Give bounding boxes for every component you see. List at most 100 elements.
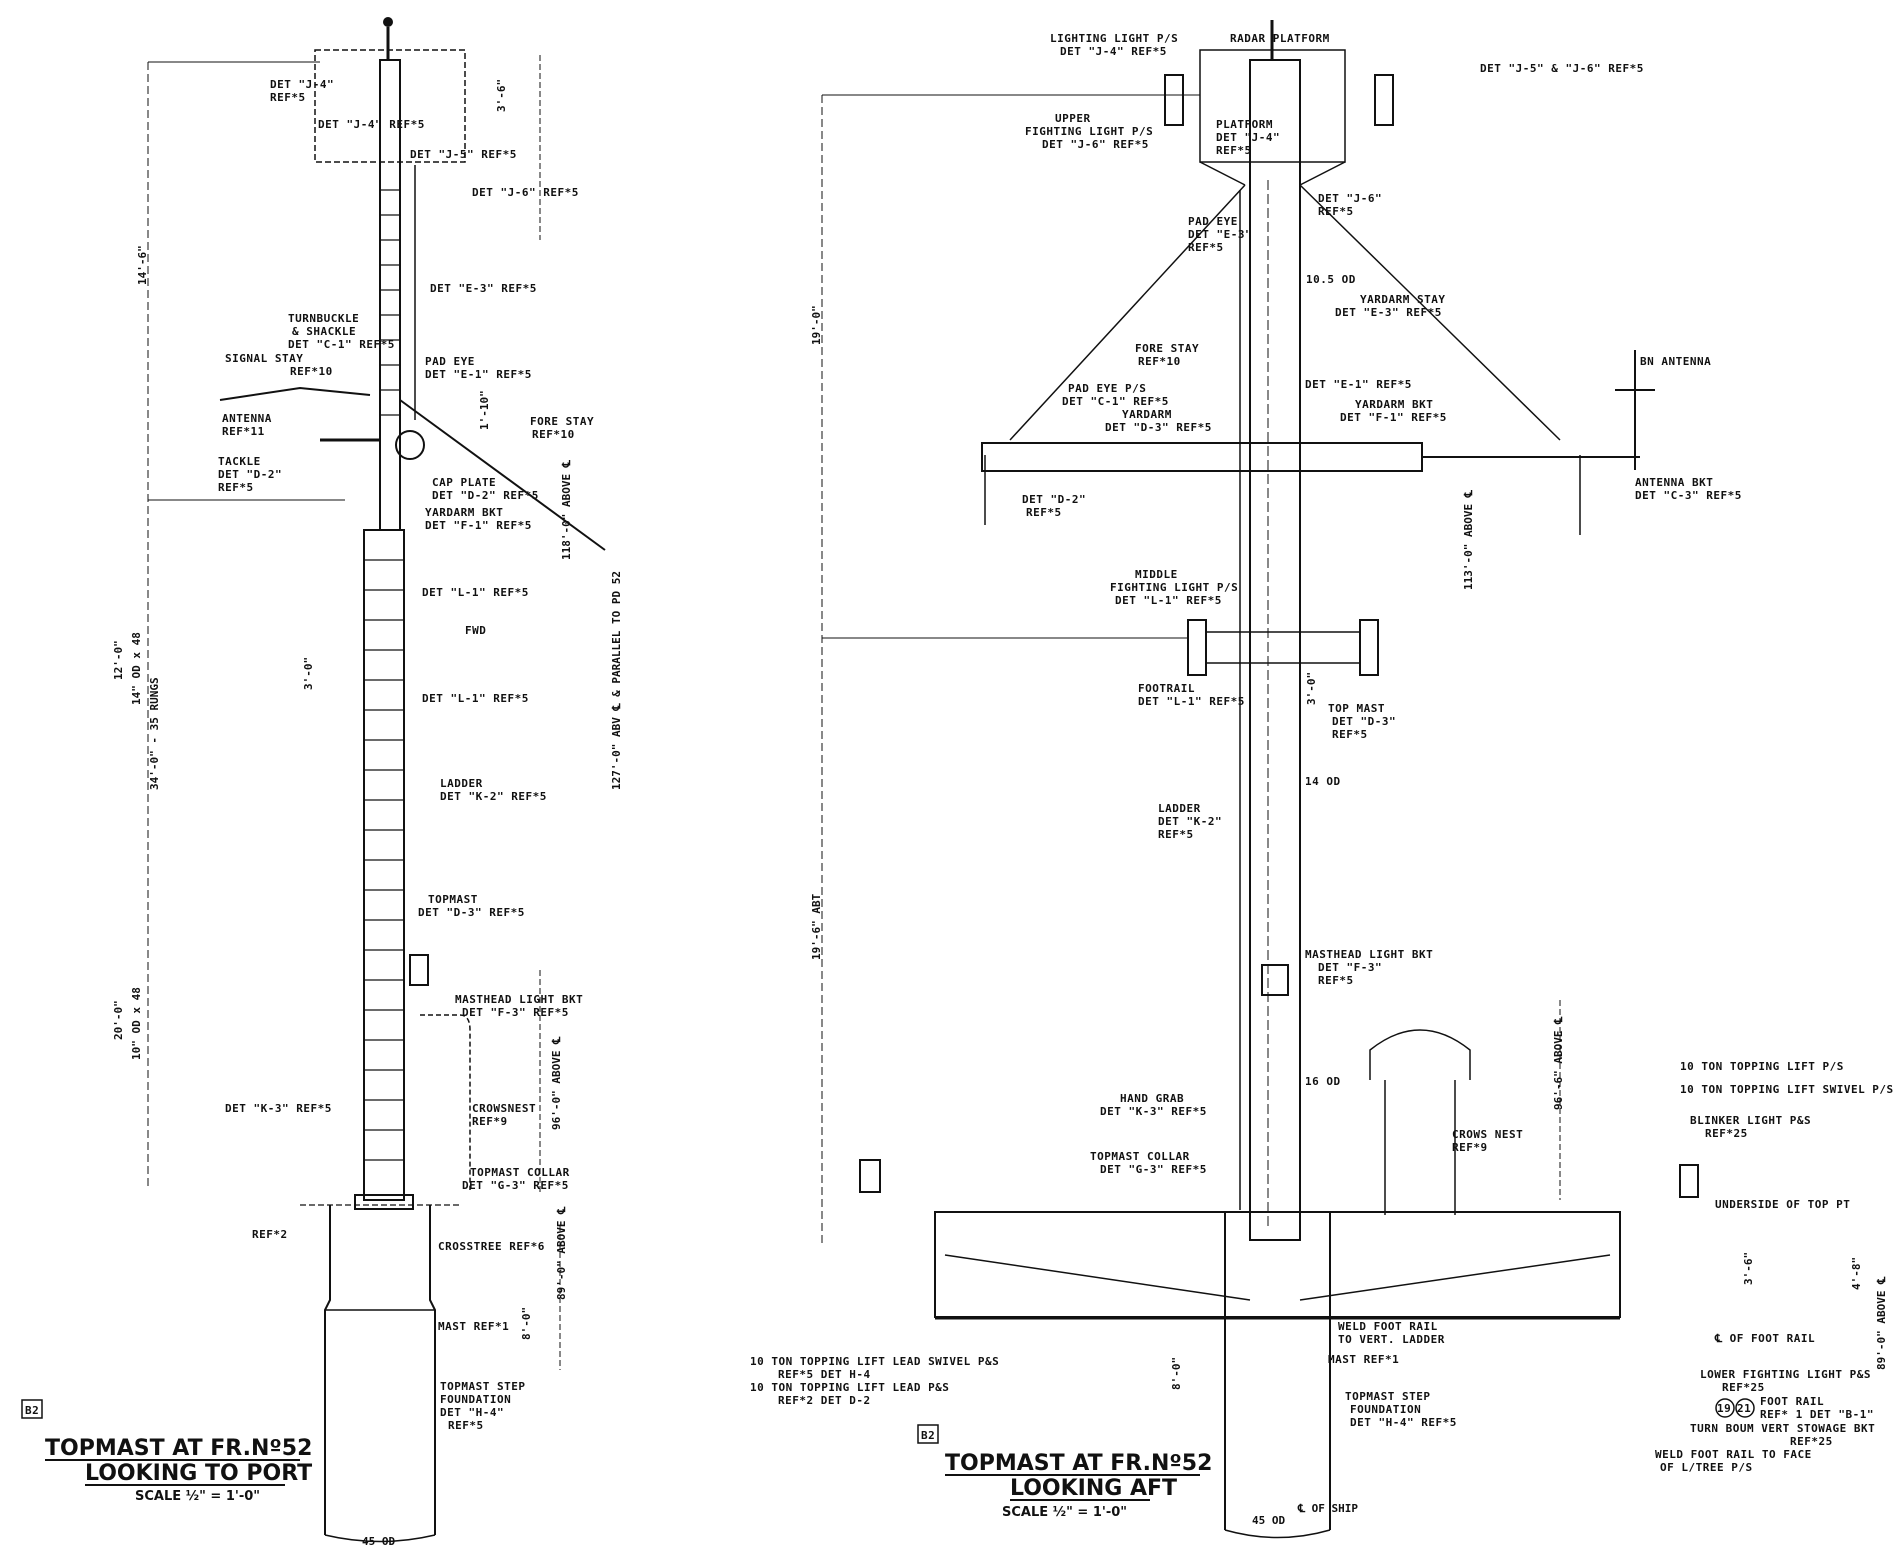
left-label-det-k3: DET "K-3" REF*5 (225, 1102, 332, 1115)
right-label-crowsnest-ref: REF*9 (1452, 1141, 1488, 1154)
left-ladder-lower (364, 559, 404, 1161)
right-circle-19 (1715, 1398, 1735, 1418)
right-sheet-mark: B2 (921, 1429, 935, 1442)
right-top-light-right (1374, 74, 1394, 126)
right-label-hand-grab: HAND GRAB (1120, 1092, 1184, 1105)
right-label-yardarm-stay: YARDARM STAY (1360, 293, 1445, 306)
left-dim-12-0: 12'-0" (112, 640, 125, 680)
left-label-det-j5: DET "J-5" REF*5 (410, 148, 517, 161)
left-sheet-mark: B2 (25, 1404, 39, 1417)
left-label-yardarm-bkt: YARDARM BKT (425, 506, 503, 519)
right-label-radar-top: RADAR PLATFORM (1230, 32, 1330, 45)
right-label-middle: MIDDLE (1135, 568, 1178, 581)
left-label-crowsnest-ref: REF*9 (472, 1115, 508, 1128)
right-label-hand-grab-det: DET "K-3" REF*5 (1100, 1105, 1207, 1118)
right-label-platform-det: DET "J-4" (1216, 131, 1280, 144)
right-label-lead-swivel2: 10 TON TOPPING LIFT LEAD P&S (750, 1381, 949, 1394)
left-mast-base (324, 1205, 436, 1535)
right-label-underside: UNDERSIDE OF TOP PT (1715, 1198, 1850, 1211)
left-label-foundation-det: DET "H-4" (440, 1406, 504, 1419)
left-dim-118: 118'-0" ABOVE ℄ (560, 459, 573, 560)
left-label-masthead-light: MASTHEAD LIGHT BKT (455, 993, 583, 1006)
left-signal-stay (219, 386, 371, 401)
right-crosstree-brace-left (944, 1254, 1251, 1301)
left-dim-3-6: 3'-6" (495, 79, 508, 112)
right-label-middle2: FIGHTING LIGHT P/S (1110, 581, 1238, 594)
right-dim-ship: ℄ OF SHIP (1297, 1502, 1358, 1515)
left-label-topmast-det: DET "D-3" REF*5 (418, 906, 525, 919)
left-label-tackle-ref: REF*5 (218, 481, 254, 494)
right-crosstree-brace-right (1299, 1254, 1611, 1301)
right-label-footrail-det: DET "L-1" REF*5 (1138, 695, 1245, 708)
right-middle-light-left (1187, 619, 1207, 676)
left-label-ref5: REF*5 (270, 91, 306, 104)
left-dim-20-0: 20'-0" (112, 1000, 125, 1040)
left-label-ladder-det: DET "K-2" REF*5 (440, 790, 547, 803)
right-label-middle3: DET "L-1" REF*5 (1115, 594, 1222, 607)
right-crosstree (934, 1211, 1621, 1318)
right-label-stowage: TURN BOUM VERT STOWAGE BKT (1690, 1422, 1875, 1435)
left-dim-14-6: 14'-6" (136, 245, 149, 285)
right-crowsnest (1369, 1029, 1471, 1215)
left-dim-96: 96'-0" ABOVE ℄ (550, 1036, 563, 1130)
right-circle-21-text: 21 (1737, 1402, 1751, 1415)
left-crowsnest (420, 1014, 471, 1190)
right-label-foot-rail-num: FOOT RAIL (1760, 1395, 1824, 1408)
right-label-yardarm: YARDARM (1122, 408, 1172, 421)
left-label-det-j4: DET "J-4" (270, 78, 334, 91)
left-label-pad-eye-det: DET "E-1" REF*5 (425, 368, 532, 381)
right-dim-96: 96'-6" ABOVE ℄ (1552, 1016, 1565, 1110)
left-label-det-e3: DET "E-3" REF*5 (430, 282, 537, 295)
left-dim-34-0: 34'-0" - 35 RUNGS (148, 677, 161, 790)
right-yardarm (981, 442, 1423, 472)
left-label-crosstree: CROSSTREE REF*6 (438, 1240, 545, 1253)
right-label-pad-eye2: PAD EYE P/S (1068, 382, 1146, 395)
right-label-blinker: BLINKER LIGHT P&S (1690, 1114, 1811, 1127)
right-view: LIGHTING LIGHT P/S DET "J-4" REF*5 RADAR… (750, 20, 1894, 1539)
right-label-stowage-ref: REF*25 (1790, 1435, 1833, 1448)
right-label-masthead-det: DET "F-3" (1318, 961, 1382, 974)
right-label-topmast-ref: REF*5 (1332, 728, 1368, 741)
right-label-det-j6: DET "J-6" (1318, 192, 1382, 205)
right-label-masthead: MASTHEAD LIGHT BKT (1305, 948, 1433, 961)
left-label-yardarm-bkt-det: DET "F-1" REF*5 (425, 519, 532, 532)
right-label-topmast-collar-det: DET "G-3" REF*5 (1100, 1163, 1207, 1176)
left-sheet-mark-box (21, 1399, 43, 1419)
left-dim-14od: 14" OD x 48 (130, 632, 143, 705)
left-masthead-light (409, 954, 429, 986)
left-view: DET "J-4" REF*5 DET "J-4" REF*5 DET "J-5… (21, 17, 623, 1548)
left-subtitle: LOOKING TO PORT (85, 1461, 312, 1486)
left-label-turnbuckle: TURNBUCKLE (288, 312, 359, 325)
right-label-padeye-ref: REF*5 (1188, 241, 1224, 254)
left-label-signal-stay: SIGNAL STAY (225, 352, 303, 365)
right-title: TOPMAST AT FR.Nº52 (945, 1451, 1212, 1476)
left-label-ladder: LADDER (440, 777, 483, 790)
right-label-topmast-det: DET "D-3" (1332, 715, 1396, 728)
right-label-topping-swivel: 10 TON TOPPING LIFT SWIVEL P/S (1680, 1083, 1894, 1096)
left-lower-mast (363, 529, 405, 1201)
right-label-forestay: FORE STAY (1135, 342, 1199, 355)
right-label-weld-foot2: TO VERT. LADDER (1338, 1333, 1445, 1346)
right-label-weld-foot: WELD FOOT RAIL (1338, 1320, 1438, 1333)
left-dim-45od: 45 OD (362, 1535, 395, 1548)
right-label-topmast-collar: TOPMAST COLLAR (1090, 1150, 1190, 1163)
right-stay-left (1009, 184, 1246, 441)
left-label-foundation-ref: REF*5 (448, 1419, 484, 1432)
left-label-forestay: FORE STAY (530, 415, 594, 428)
right-label-antenna-bkt: ANTENNA BKT (1635, 476, 1713, 489)
right-label-padeye-det: DET "E-3" (1188, 228, 1252, 241)
right-circle-19-text: 19 (1717, 1402, 1731, 1415)
left-label-signal-ref: REF*10 (290, 365, 333, 378)
right-label-lead-swivel: 10 TON TOPPING LIFT LEAD SWIVEL P&S (750, 1355, 999, 1368)
right-label-det-e1: DET "E-1" REF*5 (1305, 378, 1412, 391)
right-label-lead-swivel-ref: REF*5 DET H-4 (778, 1368, 871, 1381)
right-label-foot-rail-c: ℄ OF FOOT RAIL (1714, 1332, 1815, 1345)
right-label-weld-foot4: OF L/TREE P/S (1660, 1461, 1753, 1474)
left-label-antenna-ref: REF*11 (222, 425, 265, 438)
right-label-fighting-light-top: LIGHTING LIGHT P/S (1050, 32, 1178, 45)
right-stay-right (1299, 184, 1561, 441)
right-dim-4-8: 4'-8" (1850, 1257, 1863, 1290)
left-label-topmast: TOPMAST (428, 893, 478, 906)
right-label-ladder-det: DET "K-2" (1158, 815, 1222, 828)
